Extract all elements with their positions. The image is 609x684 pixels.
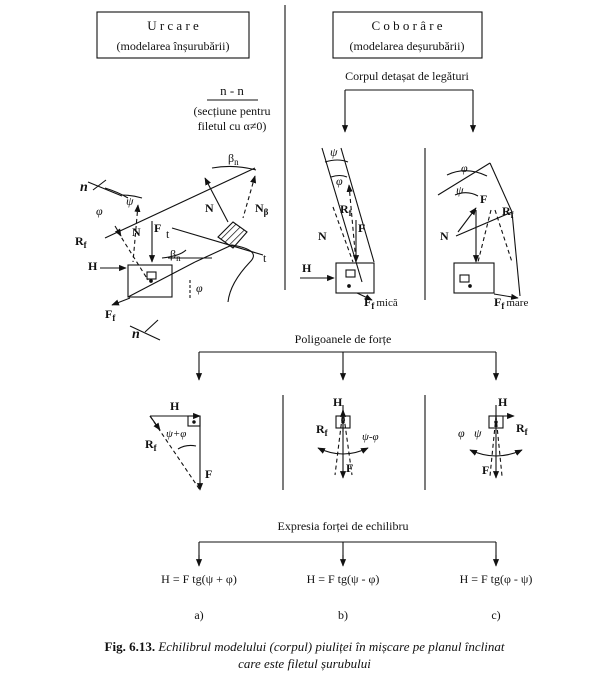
- left-H: H: [88, 259, 98, 273]
- section-note-line1: (secțiune pentru: [194, 104, 271, 118]
- header-box-left: [96, 11, 250, 59]
- left-n-top: n: [80, 180, 88, 195]
- left-N-beta: Nβ: [255, 201, 269, 217]
- caption-prefix: Fig. 6.13.: [104, 639, 156, 654]
- poly-c-psi: ψ: [474, 426, 482, 440]
- caption-line1: Fig. 6.13. Echilibrul modelului (corpul)…: [0, 638, 609, 655]
- left-figure: [87, 165, 264, 341]
- detached-body-label: Corpul detașat de legături: [345, 69, 469, 83]
- caption-text-line2: care este filetul șurubului: [238, 656, 371, 671]
- equilibrium-expression-label: Expresia forței de echilibru: [278, 519, 409, 533]
- figure-caption: Fig. 6.13. Echilibrul modelului (corpul)…: [0, 638, 609, 672]
- left-Rf: Rf: [75, 234, 88, 250]
- poly-a-Rf: Rf: [145, 437, 158, 453]
- right-header-title: C o b o r â r e: [371, 18, 442, 33]
- formula-c: H = F tg(φ - ψ): [460, 572, 533, 586]
- left-t1: t: [166, 227, 170, 241]
- polygon-b: [317, 405, 369, 479]
- right-Rf: Rf: [502, 204, 515, 220]
- left-psi: ψ: [126, 194, 134, 208]
- left-phi-dim: φ: [196, 281, 203, 295]
- header-box-right: [332, 11, 483, 59]
- polygons-bracket: [198, 351, 497, 378]
- left-beta-n-top: βn: [228, 151, 239, 167]
- right-phi: φ: [461, 161, 468, 175]
- poly-b-H: H: [333, 395, 343, 409]
- detached-body-bracket: [344, 89, 474, 130]
- mid-phi: φ: [336, 174, 343, 188]
- right-psi: ψ: [456, 183, 464, 197]
- middle-figure: [300, 147, 375, 301]
- left-Ff: Ff: [105, 307, 116, 323]
- subfig-label-a: a): [194, 608, 203, 622]
- left-n-bottom: n: [132, 327, 140, 342]
- force-polygons-label: Poligoanele de forțe: [295, 332, 392, 346]
- right-F: F: [480, 192, 487, 206]
- poly-a-H: H: [170, 399, 180, 413]
- caption-line2: care este filetul șurubului: [0, 655, 609, 672]
- poly-a-angle: ψ+φ: [166, 428, 186, 440]
- subfig-label-b: b): [338, 608, 348, 622]
- left-header-title: U r c a r e: [147, 18, 199, 33]
- subfig-label-c: c): [491, 608, 500, 622]
- formula-b: H = F tg(ψ - φ): [307, 572, 380, 586]
- poly-b-F: F: [346, 461, 353, 475]
- left-beta-n-mid: βn: [170, 247, 181, 263]
- expression-bracket: [198, 541, 497, 562]
- formula-a: H = F tg(ψ + φ): [161, 572, 237, 586]
- left-t2: t: [263, 251, 267, 265]
- section-note-line2: filetul cu α≠0): [198, 119, 267, 133]
- section-label: n - n: [220, 83, 244, 98]
- left-F: F: [154, 221, 161, 235]
- mid-Rf: Rf: [340, 202, 353, 218]
- poly-a-F: F: [205, 467, 212, 481]
- left-N-axial: N: [205, 201, 214, 215]
- poly-b-angle: ψ-φ: [362, 431, 379, 443]
- right-N: N: [440, 229, 449, 243]
- poly-c-H: H: [498, 395, 508, 409]
- polygon-c: [469, 405, 523, 479]
- mid-F: F: [358, 221, 365, 235]
- mid-psi: ψ: [330, 145, 338, 159]
- mid-H: H: [302, 261, 312, 275]
- left-header-subtitle: (modelarea înșurubării): [117, 39, 230, 53]
- poly-c-phi: φ: [458, 426, 465, 440]
- poly-b-Rf: Rf: [316, 422, 329, 438]
- poly-c-F: F: [482, 463, 489, 477]
- right-figure: [437, 162, 521, 300]
- left-N: N: [132, 225, 141, 239]
- caption-text-line1: Echilibrul modelului (corpul) piuliței î…: [158, 639, 505, 654]
- mid-N: N: [318, 229, 327, 243]
- left-phi: φ: [96, 204, 103, 218]
- right-header-subtitle: (modelarea deșurubării): [350, 39, 465, 53]
- polygon-a: [149, 412, 204, 491]
- poly-c-Rf: Rf: [516, 421, 529, 437]
